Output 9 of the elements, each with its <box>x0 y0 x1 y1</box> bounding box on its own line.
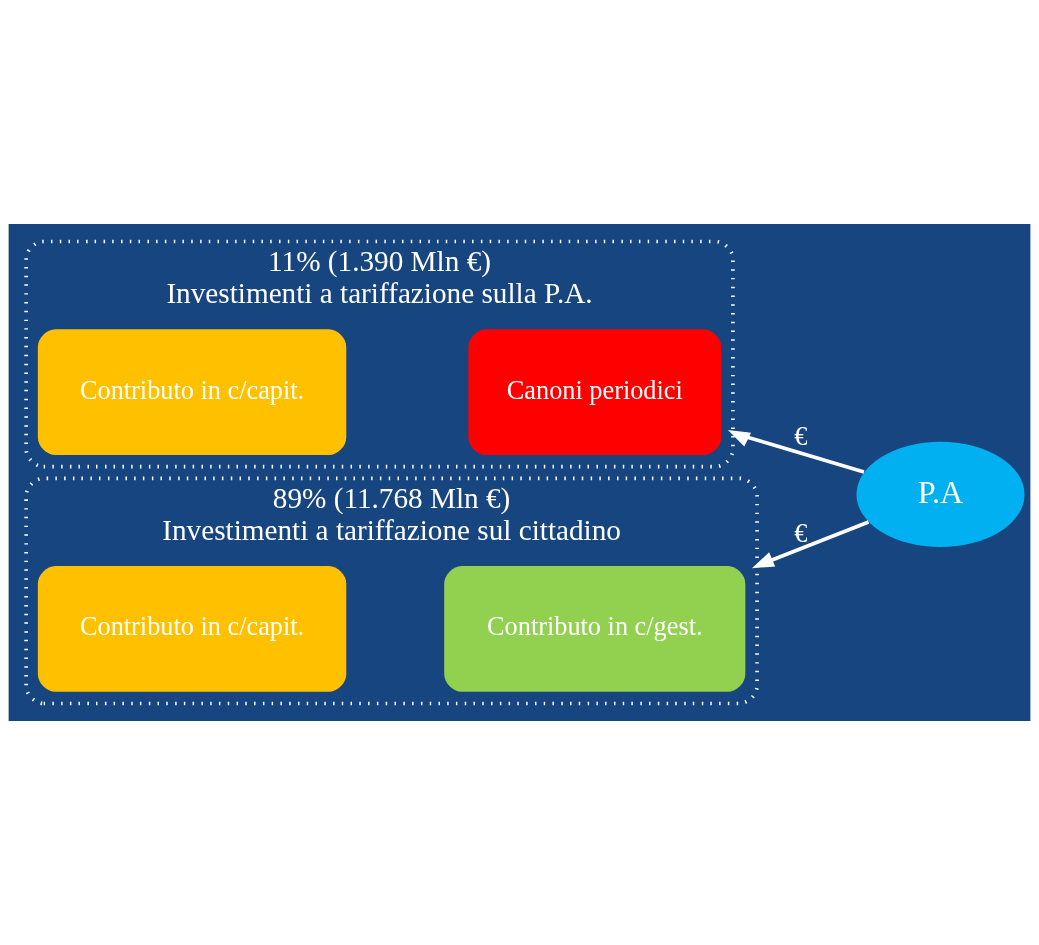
node-box: Contributo in c/capit. <box>37 566 347 692</box>
edge-label: € <box>794 518 808 548</box>
node-box: Contributo in c/capit. <box>37 329 347 455</box>
arrow <box>751 520 870 569</box>
arrow <box>727 430 865 474</box>
node-box: Canoni periodici <box>468 329 722 455</box>
node-box: Contributo in c/gest. <box>444 566 746 692</box>
edge-label: € <box>794 422 808 452</box>
node-ellipse: P.A <box>856 441 1025 548</box>
